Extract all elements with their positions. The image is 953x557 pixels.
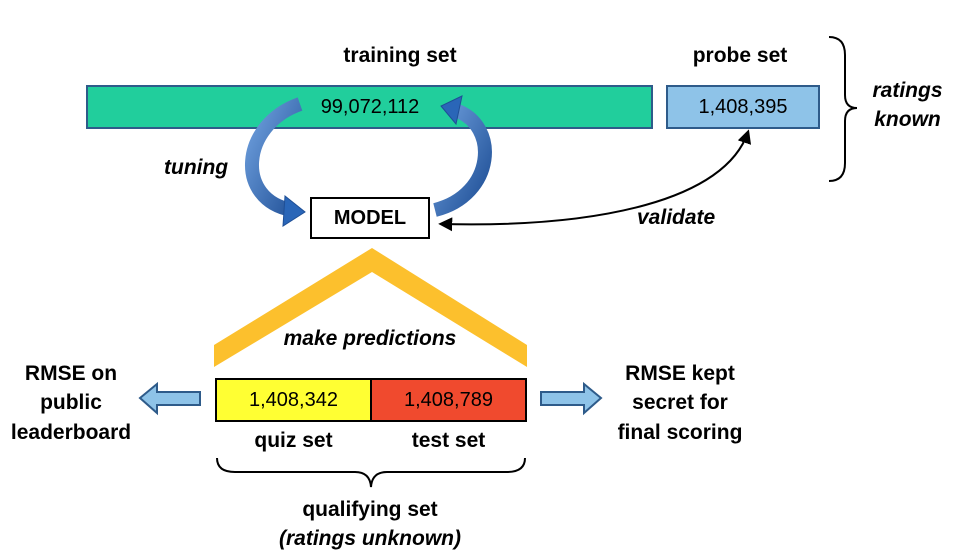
arrow-right-icon (540, 381, 603, 416)
rmse-secret-line3: final scoring (617, 421, 743, 444)
training-set-bar (86, 85, 653, 129)
ratings-known-label-line1: ratings (872, 79, 943, 102)
arrow-left-icon (138, 381, 201, 416)
quiz-count: 1,408,342 (249, 388, 338, 411)
ratings-known-label-line2: known (874, 108, 941, 131)
test-set-box (370, 378, 527, 422)
training-count: 99,072,112 (320, 95, 420, 118)
tuning-label: tuning (164, 156, 229, 179)
ratings-unknown-label: (ratings unknown) (279, 527, 461, 550)
probe-count: 1,408,395 (698, 95, 788, 118)
ratings-known-brace (828, 36, 858, 182)
probe-set-box (666, 85, 820, 129)
test-set-label: test set (411, 429, 486, 452)
rmse-public-line1: RMSE on (24, 362, 118, 385)
model-label: MODEL (333, 206, 407, 229)
test-count: 1,408,789 (404, 388, 493, 411)
qualifying-set-label: qualifying set (302, 498, 438, 521)
rmse-secret-line1: RMSE kept (625, 362, 735, 385)
rmse-public-line3: leaderboard (10, 421, 132, 444)
make-predictions-label: make predictions (283, 327, 457, 350)
double-headed-curved-arrow-icon (438, 129, 752, 232)
qualifying-set-brace (216, 457, 526, 488)
probe-set-label: probe set (692, 44, 788, 67)
validate-label: validate (637, 206, 716, 229)
training-set-label: training set (343, 44, 457, 67)
model-box (310, 197, 430, 239)
prediction-roof (214, 248, 527, 367)
rmse-public-line2: public (40, 391, 102, 414)
rmse-secret-line2: secret for (632, 391, 728, 414)
quiz-set-label: quiz set (254, 429, 333, 452)
